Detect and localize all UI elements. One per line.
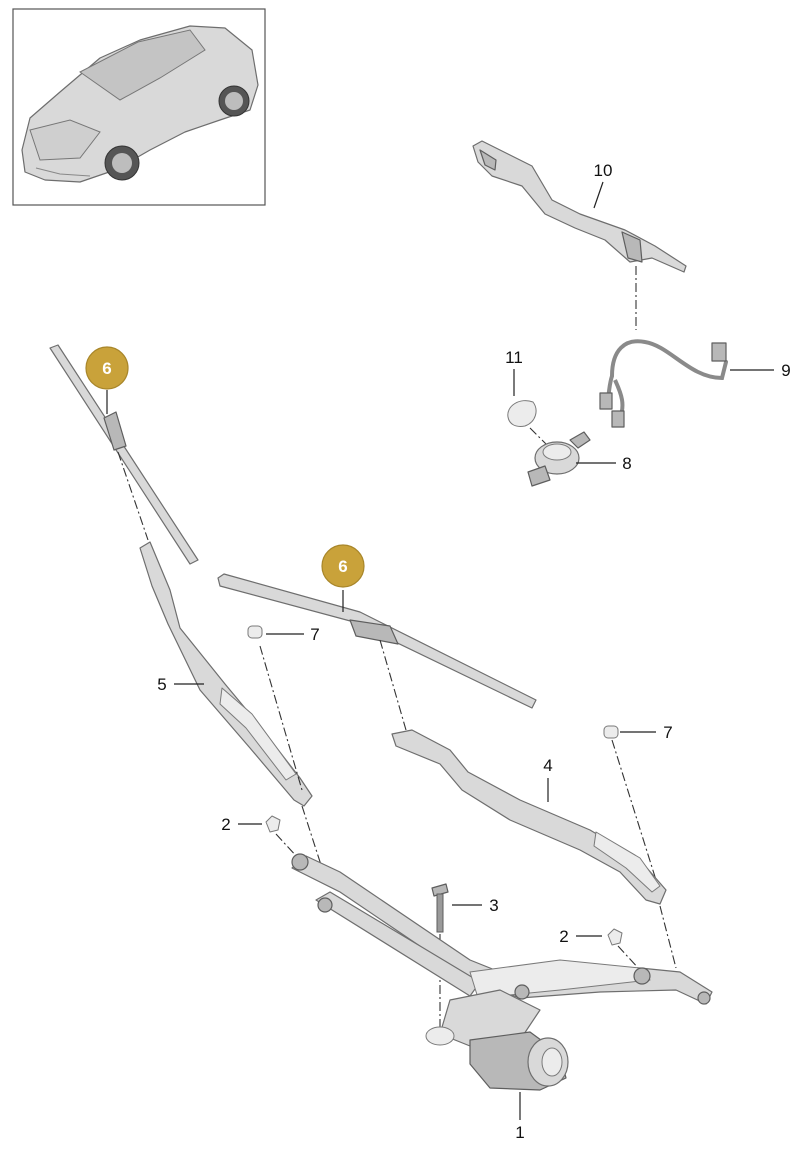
part-6-wiper-blade-center (217, 573, 537, 709)
callout-9: 9 (781, 361, 790, 380)
part-7-cap-right (603, 725, 619, 739)
dash-7-5 (259, 645, 303, 791)
part-2-nut-right (607, 928, 623, 946)
part-4-wiper-arm (391, 729, 667, 905)
callout-10: 10 (594, 161, 613, 180)
part-11-gel-pad (507, 400, 537, 427)
part-7-cap-left (247, 625, 263, 639)
callout-6-left: 6 (102, 359, 111, 378)
callout-6-center: 6 (338, 557, 347, 576)
car-image (21, 25, 259, 183)
callout-6-badge-left: 6 (85, 346, 129, 390)
dash-4-linkage (659, 905, 677, 969)
part-10-bracket (472, 140, 687, 273)
part-3-bolt (431, 883, 449, 933)
dash-6-4 (379, 639, 407, 731)
callout-2-right: 2 (559, 927, 568, 946)
callout-7-right: 7 (663, 723, 672, 742)
leader-lines (106, 181, 774, 1120)
part-2-nut-left (265, 815, 281, 833)
callout-7-left: 7 (310, 625, 319, 644)
dash-6-5 (117, 451, 149, 541)
callout-11: 11 (505, 348, 523, 367)
dash-11-8 (529, 427, 549, 447)
callout-1: 1 (515, 1123, 524, 1142)
part-8-rain-sensor (527, 431, 591, 487)
callout-8: 8 (622, 454, 631, 473)
callout-6-badge-center: 6 (321, 544, 365, 588)
vehicle-thumbnail (12, 8, 266, 206)
part-6-wiper-blade-left (49, 344, 199, 565)
dash-2-left (275, 833, 299, 859)
dash-5-linkage (301, 805, 323, 869)
part-5-wiper-arm (139, 541, 313, 807)
part-1-linkage-motor (291, 853, 713, 1091)
dash-2-right (617, 945, 641, 971)
dash-7-4 (611, 739, 657, 881)
part-9-harness (599, 339, 728, 428)
callout-5: 5 (157, 675, 166, 694)
callout-4: 4 (543, 756, 552, 775)
callout-2-left: 2 (221, 815, 230, 834)
callout-3: 3 (489, 896, 498, 915)
